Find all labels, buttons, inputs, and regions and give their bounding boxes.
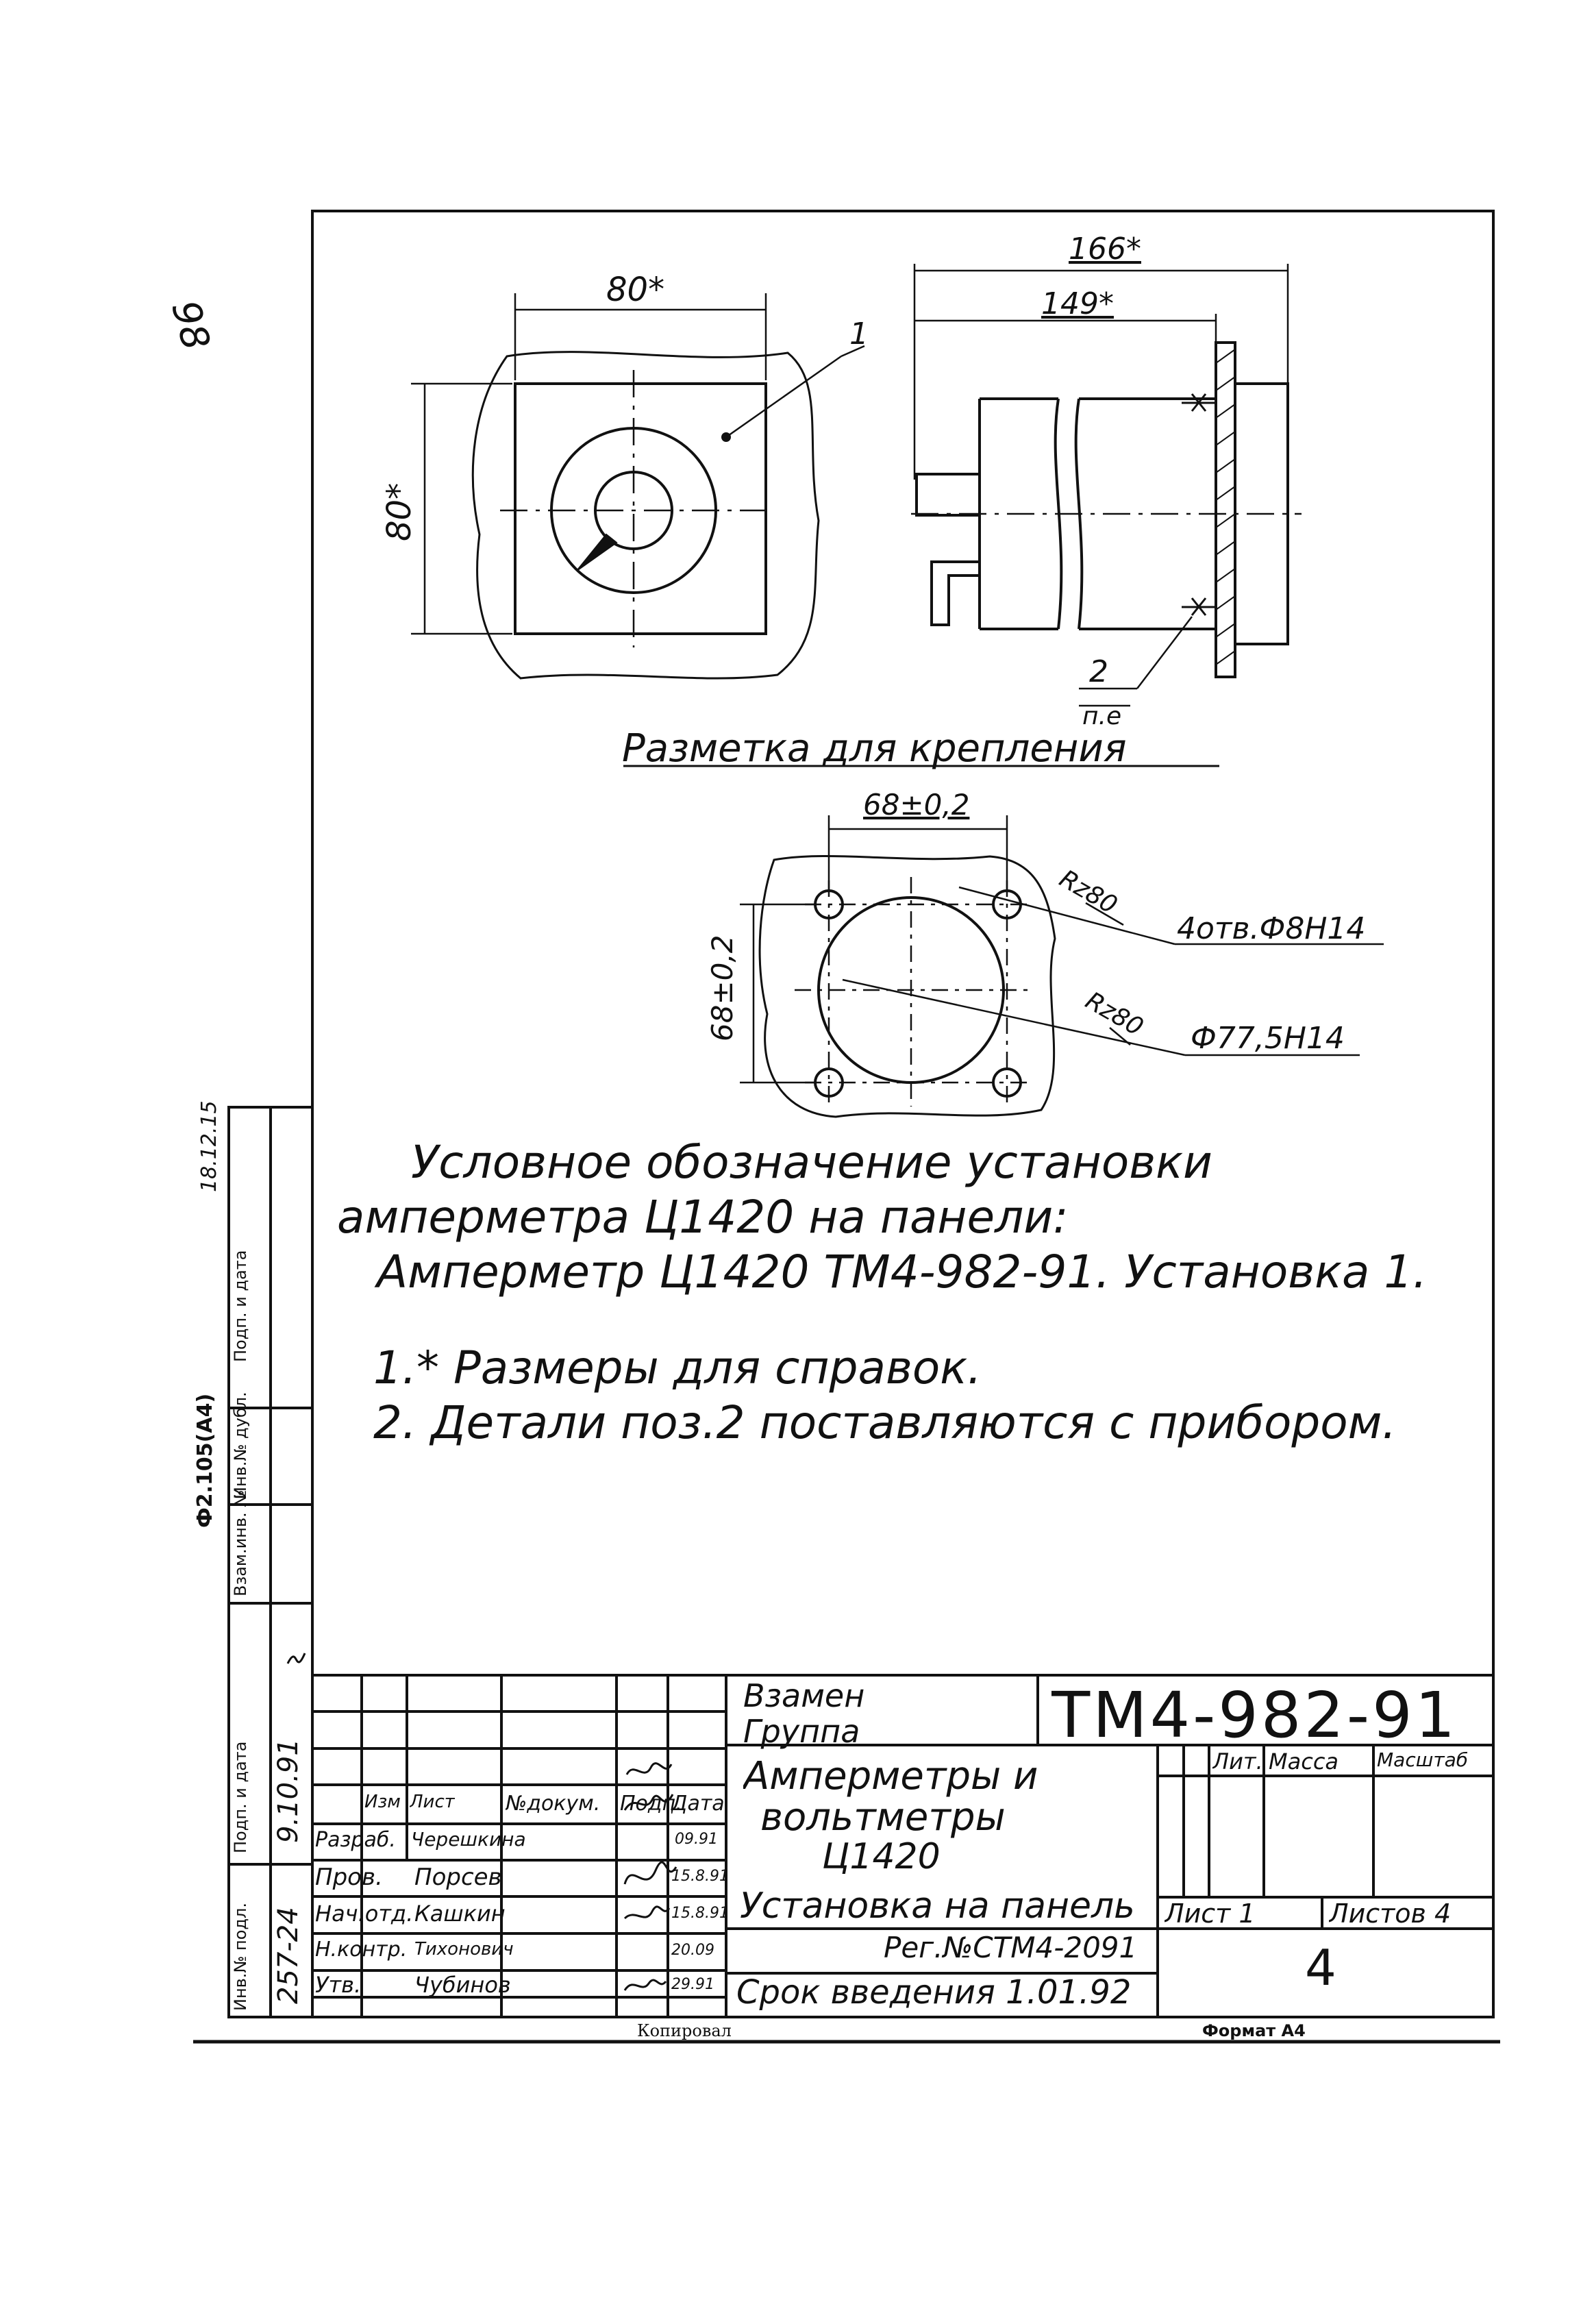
title-line-4: Установка на панель: [740, 1886, 1135, 1927]
sheet-label: Лист 1: [1165, 1899, 1256, 1929]
header-lit: Лит.: [1212, 1748, 1263, 1775]
sig-date-approver: 29.91: [671, 1976, 714, 1993]
side-stamp-label-sign-date: Подп. и дата: [231, 1741, 250, 1854]
dim-hole-spacing-h: 68±0,2: [863, 788, 970, 821]
sig-header-sheet: Лист: [410, 1792, 455, 1812]
title-line-1: Амперметры и: [743, 1754, 1038, 1798]
holes-spec: 4отв.Ф8Н14: [1177, 911, 1366, 946]
side-stamp-inv-number: 257-24: [273, 1907, 304, 2004]
effective-date: Срок введения 1.01.92: [736, 1973, 1132, 2012]
sig-date-checker: 15.8.91: [671, 1868, 729, 1885]
reg-number: Рег.№СТМ4-2091: [884, 1931, 1138, 1964]
sig-date-head: 15.8.91: [671, 1905, 729, 1922]
sig-name-approver: Чубинов: [414, 1972, 511, 1998]
side-stamp-label-sign-date-2: Подп. и дата: [231, 1250, 250, 1363]
sig-date-developer: 09.91: [675, 1831, 718, 1848]
group-label: Группа: [743, 1713, 860, 1750]
side-stamp-label-inv-dup: Инв.№ дубл.: [231, 1392, 250, 1499]
sig-role-checker: Пров.: [315, 1864, 383, 1891]
sig-role-developer: Разраб.: [315, 1828, 396, 1852]
side-stamp-label-replace-inv: Взам.инв. №: [231, 1489, 250, 1596]
bore-spec: Ф77,5Н14: [1191, 1021, 1345, 1056]
dim-front-width: 80*: [606, 271, 665, 309]
doc-code: ТМ4-982-91: [1051, 1679, 1458, 1752]
format-code: Ф2.105(А4): [193, 1393, 217, 1528]
designation-line-2: амперметра Ц1420 на панели:: [337, 1191, 1069, 1244]
side-stamp-date: 9.10.91: [273, 1738, 304, 1843]
side-view: [911, 264, 1302, 707]
sig-date-norm-control: 20.09: [671, 1942, 714, 1959]
leader-pos-2-sub: п.е: [1082, 702, 1122, 730]
marking-title: Разметка для крепления: [622, 726, 1127, 771]
sig-header-sign: Подп.: [620, 1792, 682, 1816]
sig-name-head: Кашкин: [414, 1901, 506, 1927]
designation-line-3: Амперметр Ц1420 ТМ4-982-91. Установка 1.: [377, 1246, 1428, 1298]
footer-format: Формат А4: [1202, 2021, 1306, 2040]
note-1: 1.* Размеры для справок.: [373, 1342, 982, 1394]
title-line-2: вольтметры: [760, 1795, 1006, 1840]
sheet-count-value: 4: [1305, 1939, 1336, 1997]
sig-name-developer: Черешкина: [411, 1828, 526, 1851]
sig-header-change: Изм: [364, 1792, 401, 1812]
replaces-label: Взамен: [743, 1677, 865, 1714]
marking-view: [623, 765, 1384, 1118]
front-view: [411, 293, 865, 680]
title-block-grid: [312, 1674, 1493, 2017]
dim-side-body: 149*: [1041, 286, 1114, 321]
dim-front-height: 80*: [380, 482, 419, 541]
header-mass: Масса: [1269, 1748, 1339, 1775]
sig-header-doc: №докум.: [506, 1792, 601, 1816]
signatures: [286, 1653, 677, 1991]
dim-hole-spacing-v: 68±0,2: [706, 935, 739, 1041]
sig-header-date: Дата: [671, 1792, 725, 1816]
sheets-label: Листов 4: [1329, 1899, 1452, 1929]
dim-side-total: 166*: [1069, 232, 1141, 267]
sig-role-norm-control: Н.контр.: [315, 1938, 408, 1962]
title-line-3: Ц1420: [822, 1836, 941, 1877]
note-2: 2. Детали поз.2 поставляются с прибором.: [373, 1396, 1397, 1449]
designation-line-1: Условное обозначение установки: [411, 1136, 1212, 1189]
footer-copied: Копировал: [637, 2021, 732, 2040]
side-stamp-top-date: 18.12.15: [197, 1100, 221, 1192]
leader-pos-1: 1: [849, 317, 869, 351]
sig-name-checker: Порсев: [414, 1864, 502, 1891]
header-scale: Масштаб: [1377, 1748, 1469, 1771]
sig-role-approver: Утв.: [315, 1972, 362, 1998]
sig-name-norm-control: Тихонович: [414, 1939, 514, 1960]
leader-pos-2: 2: [1089, 654, 1108, 689]
side-stamp-label-inv-orig: Инв.№ подл.: [231, 1903, 250, 2011]
sig-role-head: Нач.отд.: [315, 1901, 414, 1927]
